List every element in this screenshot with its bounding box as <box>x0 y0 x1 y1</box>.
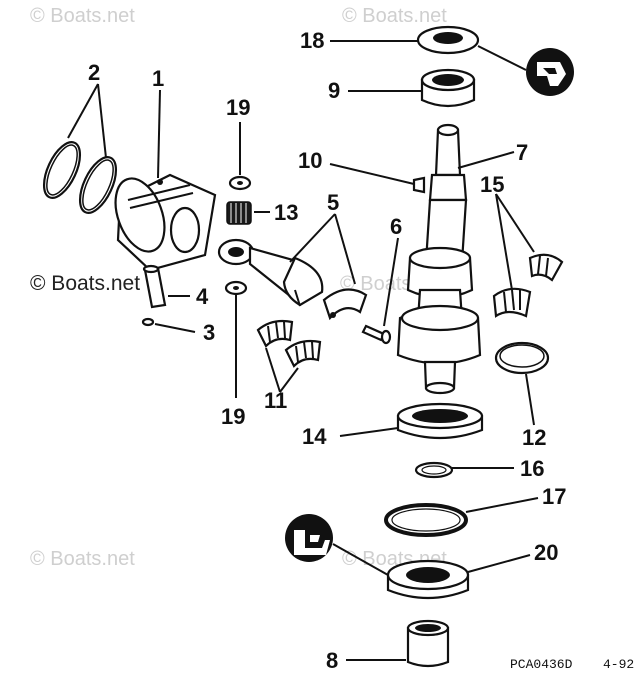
washer-hole <box>233 286 239 290</box>
oil-seal-icon <box>285 514 333 562</box>
piston[interactable] <box>106 172 217 272</box>
main-bearing-retaining-ring[interactable] <box>494 341 550 375</box>
piston-rings[interactable] <box>37 137 124 218</box>
diagram-code: PCA0436D <box>510 657 573 672</box>
snap-ring[interactable] <box>384 503 468 537</box>
leader-lines <box>67 40 539 661</box>
part-label-20: 20 <box>534 540 558 565</box>
watermark-top-left: © Boats.net <box>30 5 135 27</box>
connecting-rod[interactable] <box>217 238 324 307</box>
part-label-9: 9 <box>328 78 340 103</box>
part-label-11: 11 <box>264 388 287 413</box>
pin-retaining-ring[interactable] <box>141 317 155 327</box>
part-label-1: 1 <box>152 66 164 91</box>
part-label-2: 2 <box>88 60 100 85</box>
rod-cap-screw[interactable] <box>361 324 392 345</box>
watermark-top-right: © Boats.net <box>342 5 447 27</box>
washer-hole <box>237 181 243 185</box>
part-label-6: 6 <box>390 214 402 239</box>
lower-bushing[interactable] <box>406 619 450 668</box>
lower-oil-seal[interactable] <box>386 559 470 600</box>
connecting-rod-cap[interactable] <box>322 288 368 321</box>
part-label-19-top: 19 <box>226 95 250 120</box>
piston-pin[interactable] <box>142 264 167 309</box>
watermark-bottom-left: © Boats.net <box>30 548 135 570</box>
watermark-mid-left: © Boats.net <box>30 272 140 295</box>
oil-seal-icon <box>526 48 574 96</box>
part-label-12: 12 <box>522 425 546 450</box>
part-label-16: 16 <box>520 456 544 481</box>
upper-oil-seal[interactable] <box>416 25 480 55</box>
page-number: 4-92 <box>603 657 634 672</box>
part-label-13: 13 <box>274 200 298 225</box>
part-label-15: 15 <box>480 172 504 197</box>
part-label-19-bottom: 19 <box>221 404 245 429</box>
main-bearing-halves[interactable] <box>492 253 564 318</box>
part-label-17: 17 <box>542 484 566 509</box>
part-label-8: 8 <box>326 648 338 673</box>
woodruff-key[interactable] <box>412 176 426 194</box>
upper-ball-bearing[interactable] <box>420 68 476 108</box>
lower-ball-bearing[interactable] <box>396 402 484 440</box>
wrist-pin-needle-bearing[interactable] <box>226 201 252 225</box>
part-label-4: 4 <box>196 284 209 309</box>
part-label-14: 14 <box>302 424 327 449</box>
part-label-3: 3 <box>203 320 215 345</box>
part-label-18: 18 <box>300 28 324 53</box>
part-label-5: 5 <box>327 190 339 215</box>
rod-needle-bearing-halves[interactable] <box>256 319 322 368</box>
part-label-10: 10 <box>298 148 322 173</box>
part-label-7: 7 <box>516 140 528 165</box>
crankshaft[interactable] <box>396 123 482 395</box>
